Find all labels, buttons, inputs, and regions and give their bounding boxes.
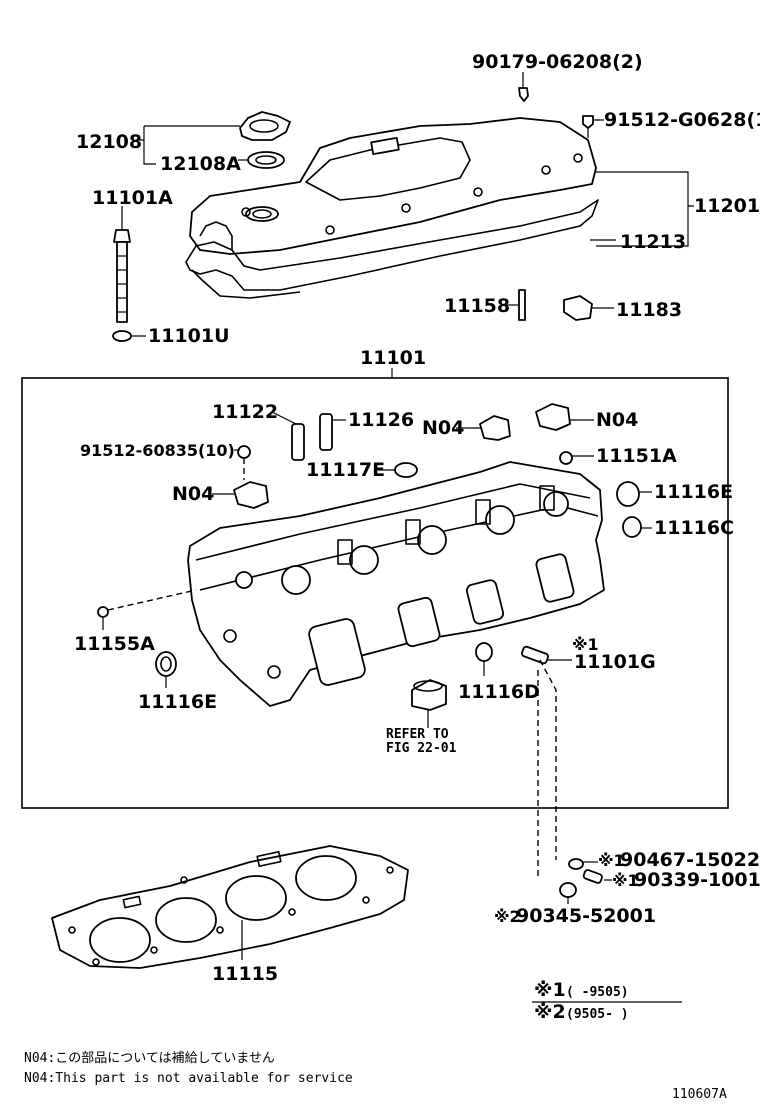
plug-11117e[interactable]: [394, 462, 418, 478]
label-11101[interactable]: 11101: [360, 347, 426, 369]
label-11115[interactable]: 11115: [212, 963, 278, 985]
oil-cap-gasket[interactable]: [247, 151, 285, 169]
figure-id: 110607A: [672, 1087, 727, 1102]
clip-90467[interactable]: [568, 858, 584, 870]
label-11122[interactable]: 11122: [212, 401, 278, 423]
note-english: N04:This part is not available for servi…: [24, 1071, 353, 1086]
guide-11126[interactable]: [319, 413, 333, 451]
label-11213[interactable]: 11213: [620, 231, 686, 253]
mark-s1-b: ※1: [612, 871, 639, 890]
cylinder-head[interactable]: [187, 461, 605, 707]
label-11158[interactable]: 11158: [444, 295, 510, 317]
seal-refer-22-01[interactable]: [411, 679, 447, 711]
mark-s2: ※2: [494, 907, 521, 926]
cover-bolt-90179[interactable]: [518, 80, 529, 102]
plug-11116c[interactable]: [622, 516, 642, 538]
label-11155a[interactable]: 11155A: [74, 633, 155, 655]
washer-11101u[interactable]: [112, 330, 132, 342]
legend-range2: (9505- ): [566, 1007, 629, 1022]
label-11151a[interactable]: 11151A: [596, 445, 677, 467]
label-11117e[interactable]: 11117E: [306, 459, 385, 481]
oil-filler-cap[interactable]: [239, 111, 291, 141]
lower-parts-group: ※1 90467-15022 ※1 90339-10015 ※2 90345-5…: [494, 849, 760, 927]
dash-11155a: [107, 589, 197, 611]
label-11116e-left[interactable]: 11116E: [138, 691, 217, 713]
plug-11116d[interactable]: [475, 642, 493, 662]
label-mark1-box: ※1: [572, 635, 599, 654]
bracket-11183[interactable]: [563, 295, 593, 321]
legend-range1: ( -9505): [566, 985, 629, 1000]
cylinder-head-group: 11101: [21, 347, 734, 880]
guide-11122[interactable]: [291, 423, 305, 461]
label-11101a[interactable]: 11101A: [92, 187, 173, 209]
cylinder-head-frame: [21, 377, 729, 809]
label-refer-to[interactable]: REFER TO: [386, 727, 449, 742]
cap-n04-top[interactable]: [479, 415, 511, 441]
pin-11155a[interactable]: [97, 606, 109, 618]
valve-cover[interactable]: [189, 117, 597, 255]
label-91512-6[interactable]: 91512-60835(10): [80, 441, 235, 460]
label-11183[interactable]: 11183: [616, 299, 682, 321]
label-90467[interactable]: 90467-15022: [620, 849, 760, 871]
plug-11151a[interactable]: [559, 451, 573, 465]
hose-90339[interactable]: [582, 869, 603, 884]
cap-n04-right[interactable]: [535, 403, 571, 431]
mark-s1-a: ※1: [598, 851, 625, 870]
label-n04-right[interactable]: N04: [596, 409, 638, 431]
cap-n04-left[interactable]: [233, 481, 269, 509]
guide-11101g[interactable]: [521, 645, 549, 665]
label-12108[interactable]: 12108: [76, 131, 142, 153]
bracket-11201: [596, 171, 694, 247]
stud-11101a[interactable]: [113, 229, 131, 323]
label-refer-fig[interactable]: FIG 22-01: [386, 741, 457, 756]
valve-cover-group: 90179-06208(2) 91512-G0628(10) 12108 121…: [76, 51, 760, 347]
valve-cover-gasket[interactable]: [185, 199, 599, 299]
label-11101u[interactable]: 11101U: [148, 325, 230, 347]
label-90345[interactable]: 90345-52001: [516, 905, 656, 927]
label-n04-left[interactable]: N04: [172, 483, 214, 505]
date-legend: ※1 ( -9505) ※2 (9505- ): [532, 979, 682, 1023]
dash-seal-route: [537, 659, 557, 880]
label-11101g[interactable]: 11101G: [574, 651, 656, 673]
label-11116c[interactable]: 11116C: [654, 517, 734, 539]
bolt-91512-6[interactable]: [237, 445, 251, 459]
plug-11116e-right[interactable]: [616, 481, 640, 507]
label-11201[interactable]: 11201: [694, 195, 760, 217]
legend-mark1: ※1: [534, 979, 566, 1001]
plug-11116e-left[interactable]: [155, 651, 177, 677]
pin-11158[interactable]: [518, 289, 526, 321]
label-11126[interactable]: 11126: [348, 409, 414, 431]
note-japanese: N04:この部品については補給していません: [24, 1051, 275, 1066]
label-11116e-right[interactable]: 11116E: [654, 481, 733, 503]
label-12108a[interactable]: 12108A: [160, 153, 241, 175]
clip-90345[interactable]: [559, 882, 577, 898]
cover-bolt-91512g[interactable]: [582, 115, 600, 138]
leader-11122: [271, 411, 297, 425]
label-n04-top[interactable]: N04: [422, 417, 464, 439]
label-90179[interactable]: 90179-06208(2): [472, 51, 643, 73]
bracket-12108: [136, 125, 240, 165]
legend-mark2: ※2: [534, 1001, 566, 1023]
label-90339[interactable]: 90339-10015: [634, 869, 760, 891]
head-gasket[interactable]: [51, 845, 409, 969]
label-11116d[interactable]: 11116D: [458, 681, 540, 703]
label-91512g[interactable]: 91512-G0628(10): [604, 109, 760, 131]
